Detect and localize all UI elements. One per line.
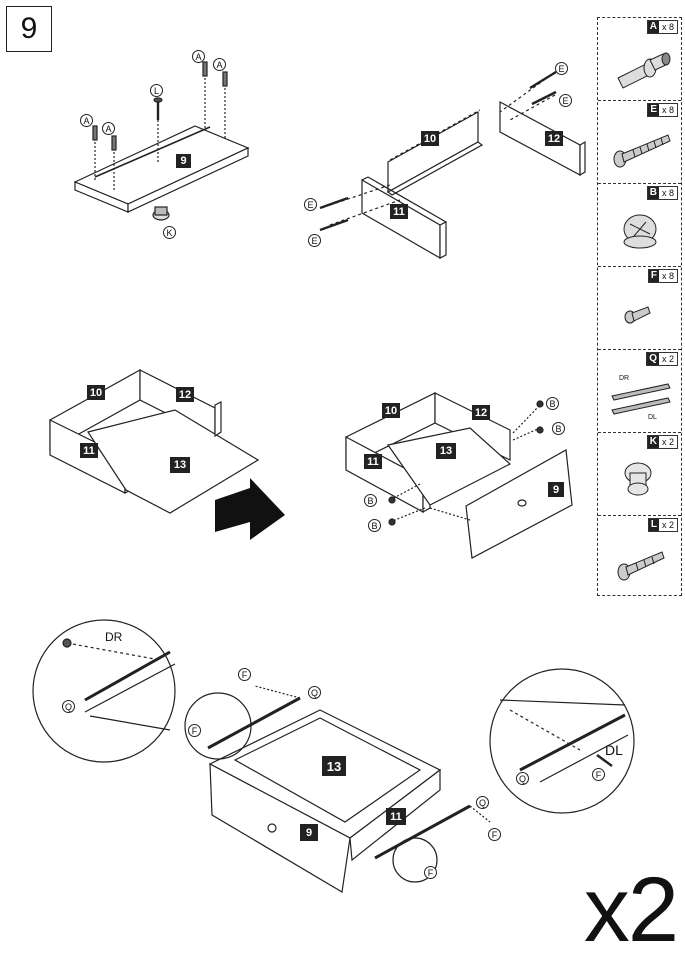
panel-label-9-final: 9 xyxy=(300,824,318,841)
panel-label-9-box: 9 xyxy=(548,482,564,497)
step-number: 9 xyxy=(6,6,52,52)
panel-label-12-frame: 12 xyxy=(545,131,563,146)
knob-icon xyxy=(624,462,652,496)
callout-a: A xyxy=(80,114,93,127)
callout-e: E xyxy=(559,94,572,107)
panel-label-9-top: 9 xyxy=(176,154,191,168)
slide-sub-label-dl: DL xyxy=(648,414,657,421)
callout-e: E xyxy=(555,62,568,75)
callout-f: F xyxy=(592,768,605,781)
panel-label-11-box: 11 xyxy=(364,454,382,469)
quantity-multiplier: x2 xyxy=(583,859,679,961)
panel-label-12-tray: 12 xyxy=(176,387,194,402)
callout-f: F xyxy=(238,668,251,681)
callout-l: L xyxy=(150,84,163,97)
callout-q: Q xyxy=(62,700,75,713)
panel-label-11-frame: 11 xyxy=(390,204,408,219)
slide-sub-label-dr: DR xyxy=(619,375,630,382)
callout-a: A xyxy=(192,50,205,63)
slide-label-dl: DL xyxy=(605,742,623,758)
callout-k: K xyxy=(163,226,176,239)
panel-label-13-box: 13 xyxy=(436,443,456,459)
cam-lock-icon xyxy=(623,214,657,249)
panel-label-12-box: 12 xyxy=(472,405,490,420)
short-screw-icon xyxy=(624,306,651,324)
panel-label-11-final: 11 xyxy=(386,808,406,825)
callout-q: Q xyxy=(476,796,489,809)
callout-b: B xyxy=(368,519,381,532)
callout-q: Q xyxy=(516,772,529,785)
panel-label-10-box: 10 xyxy=(382,403,400,418)
callout-q: Q xyxy=(308,686,321,699)
drawer-slide-pair-icon xyxy=(611,383,671,415)
callout-f: F xyxy=(488,828,501,841)
callout-f: F xyxy=(424,866,437,879)
callout-a: A xyxy=(213,58,226,71)
callout-a: A xyxy=(102,122,115,135)
frame-drawing xyxy=(319,70,586,260)
callout-e: E xyxy=(304,198,317,211)
panel-label-10-frame: 10 xyxy=(421,131,439,146)
panel-label-11-tray: 11 xyxy=(80,443,98,458)
callout-b: B xyxy=(364,494,377,507)
panel-label-13-tray: 13 xyxy=(170,457,190,473)
detail-left-drawing xyxy=(32,619,176,763)
callout-b: B xyxy=(546,397,559,410)
slide-mount-drawing xyxy=(184,685,491,893)
long-screw-icon xyxy=(613,134,671,168)
detail-right-drawing xyxy=(489,668,635,814)
slide-label-dr: DR xyxy=(105,630,123,644)
panel-label-10-tray: 10 xyxy=(87,385,105,400)
panel-label-13-final: 13 xyxy=(322,756,346,776)
knob-screw-icon xyxy=(617,551,665,581)
callout-f: F xyxy=(188,724,201,737)
attach-front-drawing xyxy=(345,392,573,559)
front-panel-drawing xyxy=(73,61,250,221)
cam-dowel-icon xyxy=(617,52,671,89)
callout-b: B xyxy=(552,422,565,435)
callout-e: E xyxy=(308,234,321,247)
